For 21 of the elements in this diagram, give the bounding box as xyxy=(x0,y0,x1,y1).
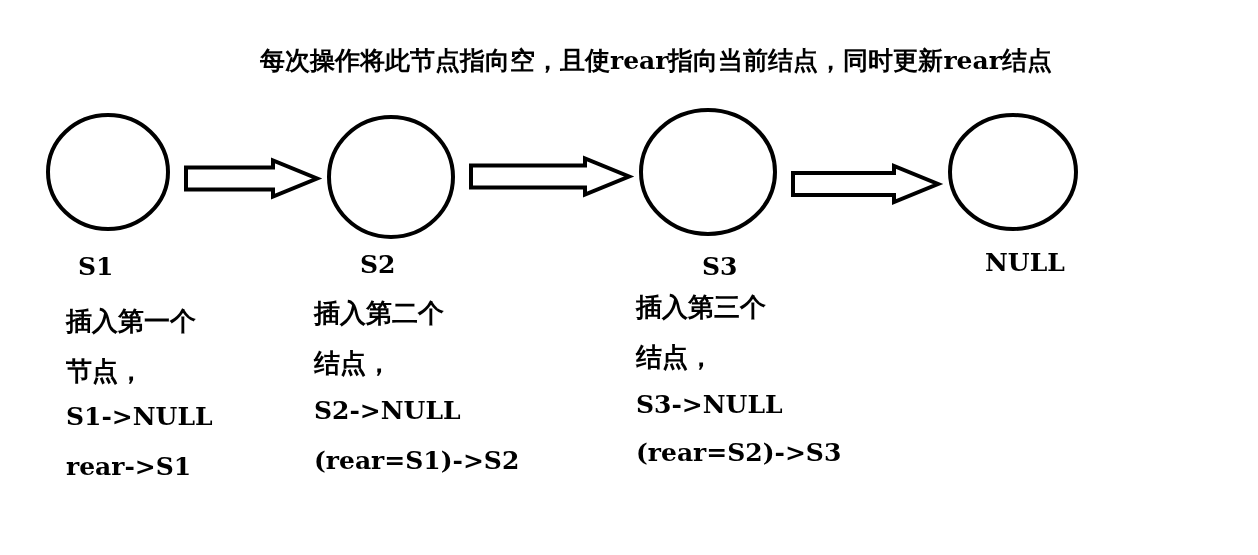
node-note: (rear=S1)->S2 xyxy=(314,446,520,476)
node-label: S2 xyxy=(360,250,396,280)
node-note: rear->S1 xyxy=(66,452,192,482)
circle-node xyxy=(948,113,1078,231)
node-label: S1 xyxy=(78,252,114,282)
block-arrow xyxy=(791,163,944,205)
block-arrow xyxy=(469,155,635,198)
node-note: S2->NULL xyxy=(314,396,461,426)
node-note: S3->NULL xyxy=(636,390,783,420)
node-label: S3 xyxy=(702,252,738,282)
node-note: S1->NULL xyxy=(66,402,213,432)
block-arrow xyxy=(184,157,323,200)
node-note: 插入第二个结点， xyxy=(314,297,445,380)
node-note: (rear=S2)->S3 xyxy=(636,438,842,468)
circle-node xyxy=(327,115,455,239)
title-text: 每次操作将此节点指向空，且使rear指向当前结点，同时更新rear结点 xyxy=(260,46,1052,76)
circle-node xyxy=(46,113,170,231)
node-label: NULL xyxy=(985,248,1065,278)
node-note: 插入第三个结点， xyxy=(636,291,767,374)
circle-node xyxy=(639,108,777,236)
node-note: 插入第一个节点， xyxy=(66,305,197,388)
